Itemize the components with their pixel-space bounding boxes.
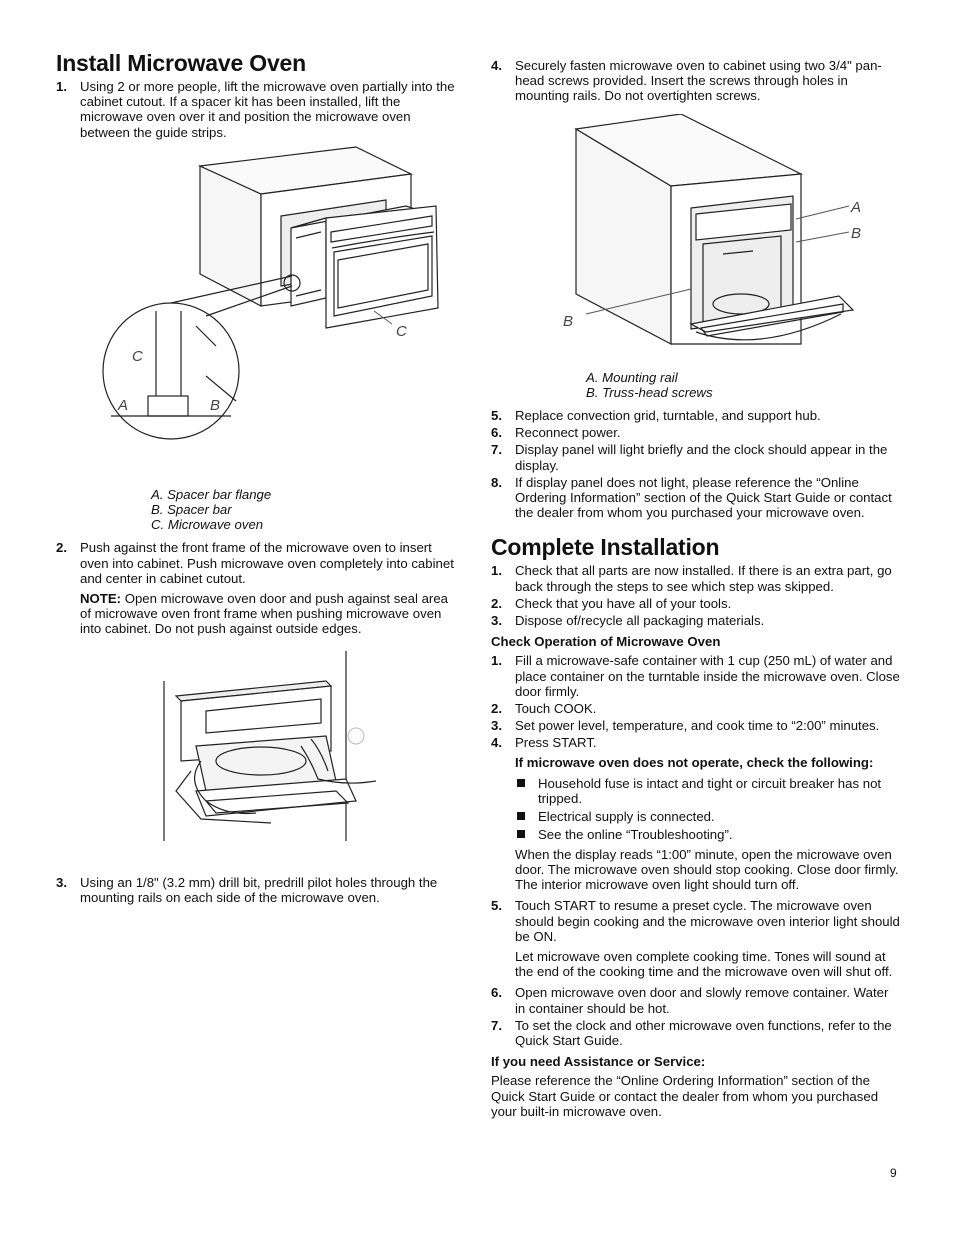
svg-text:A: A <box>117 397 128 414</box>
figure-lift-into-cabinet: C C A B <box>102 146 439 440</box>
check-step-7: 7. To set the clock and other microwave … <box>491 1017 892 1048</box>
page-number: 9 <box>890 1166 897 1180</box>
assistance-heading: If you need Assistance or Service: <box>491 1054 706 1070</box>
figure-push-into-cabinet <box>163 650 377 841</box>
install-step-6: 6. Reconnect power. <box>491 425 621 441</box>
check-step-4: 4. Press START. <box>491 735 597 751</box>
square-bullet-icon <box>517 812 525 821</box>
when-display-text: When the display reads “1:00” minute, op… <box>515 846 899 893</box>
check-step-1: 1. Fill a microwave-safe container with … <box>491 653 900 699</box>
check-step-6: 6. Open microwave oven door and slowly r… <box>491 985 889 1016</box>
let-complete-text: Let microwave oven complete cooking time… <box>515 948 893 980</box>
check-step-5: 5. Touch START to resume a preset cycle.… <box>491 898 900 944</box>
check-operation-heading: Check Operation of Microwave Oven <box>491 634 721 650</box>
svg-text:C: C <box>132 348 143 365</box>
right-column: 4. Securely fasten microwave oven to cab… <box>491 58 901 1121</box>
svg-text:C: C <box>396 323 407 340</box>
install-step-5: 5. Replace convection grid, turntable, a… <box>491 408 821 424</box>
complete-step-1: 1. Check that all parts are now installe… <box>491 563 892 594</box>
check-step-2: 2. Touch COOK. <box>491 701 597 717</box>
square-bullet-icon <box>517 778 525 787</box>
install-step-4: 4. Securely fasten microwave oven to cab… <box>491 58 882 104</box>
install-step-7: 7. Display panel will light briefly and … <box>491 442 888 473</box>
install-step-1: 1. Using 2 or more people, lift the micr… <box>56 79 455 140</box>
check-bullet-supply: Electrical supply is connected. <box>515 809 901 824</box>
svg-text:B: B <box>563 313 573 330</box>
check-step-3: 3. Set power level, temperature, and coo… <box>491 718 880 734</box>
install-step-8: 8. If display panel does not light, plea… <box>491 474 892 521</box>
if-not-operate-heading: If microwave oven does not operate, chec… <box>515 754 874 770</box>
install-step-3: 3. Using an 1/8" (3.2 mm) drill bit, pre… <box>56 874 438 905</box>
check-bullet-fuse: Household fuse is intact and tight or ci… <box>515 776 901 806</box>
complete-step-3: 3. Dispose of/recycle all packaging mate… <box>491 613 765 629</box>
install-note: NOTE: Open microwave oven door and push … <box>80 591 448 637</box>
left-column: Install Microwave Oven 1. Using 2 or mor… <box>56 50 461 907</box>
assistance-text: Please reference the “Online Ordering In… <box>491 1073 879 1119</box>
svg-text:A: A <box>850 199 861 216</box>
figure-3-legend: A. Mounting rail B. Truss-head screws <box>586 369 713 400</box>
svg-text:B: B <box>210 397 220 414</box>
square-bullet-icon <box>517 830 525 839</box>
check-bullet-troubleshooting: See the online “Troubleshooting”. <box>515 827 901 842</box>
install-step-2: 2. Push against the front frame of the m… <box>56 540 454 586</box>
complete-step-2: 2. Check that you have all of your tools… <box>491 595 732 611</box>
figure-1-legend: A. Spacer bar flange B. Spacer bar C. Mi… <box>151 486 272 533</box>
svg-text:B: B <box>851 225 861 242</box>
install-title: Install Microwave Oven <box>56 50 306 76</box>
complete-title: Complete Installation <box>491 534 720 561</box>
figure-fasten-screws: A B B <box>563 113 861 345</box>
